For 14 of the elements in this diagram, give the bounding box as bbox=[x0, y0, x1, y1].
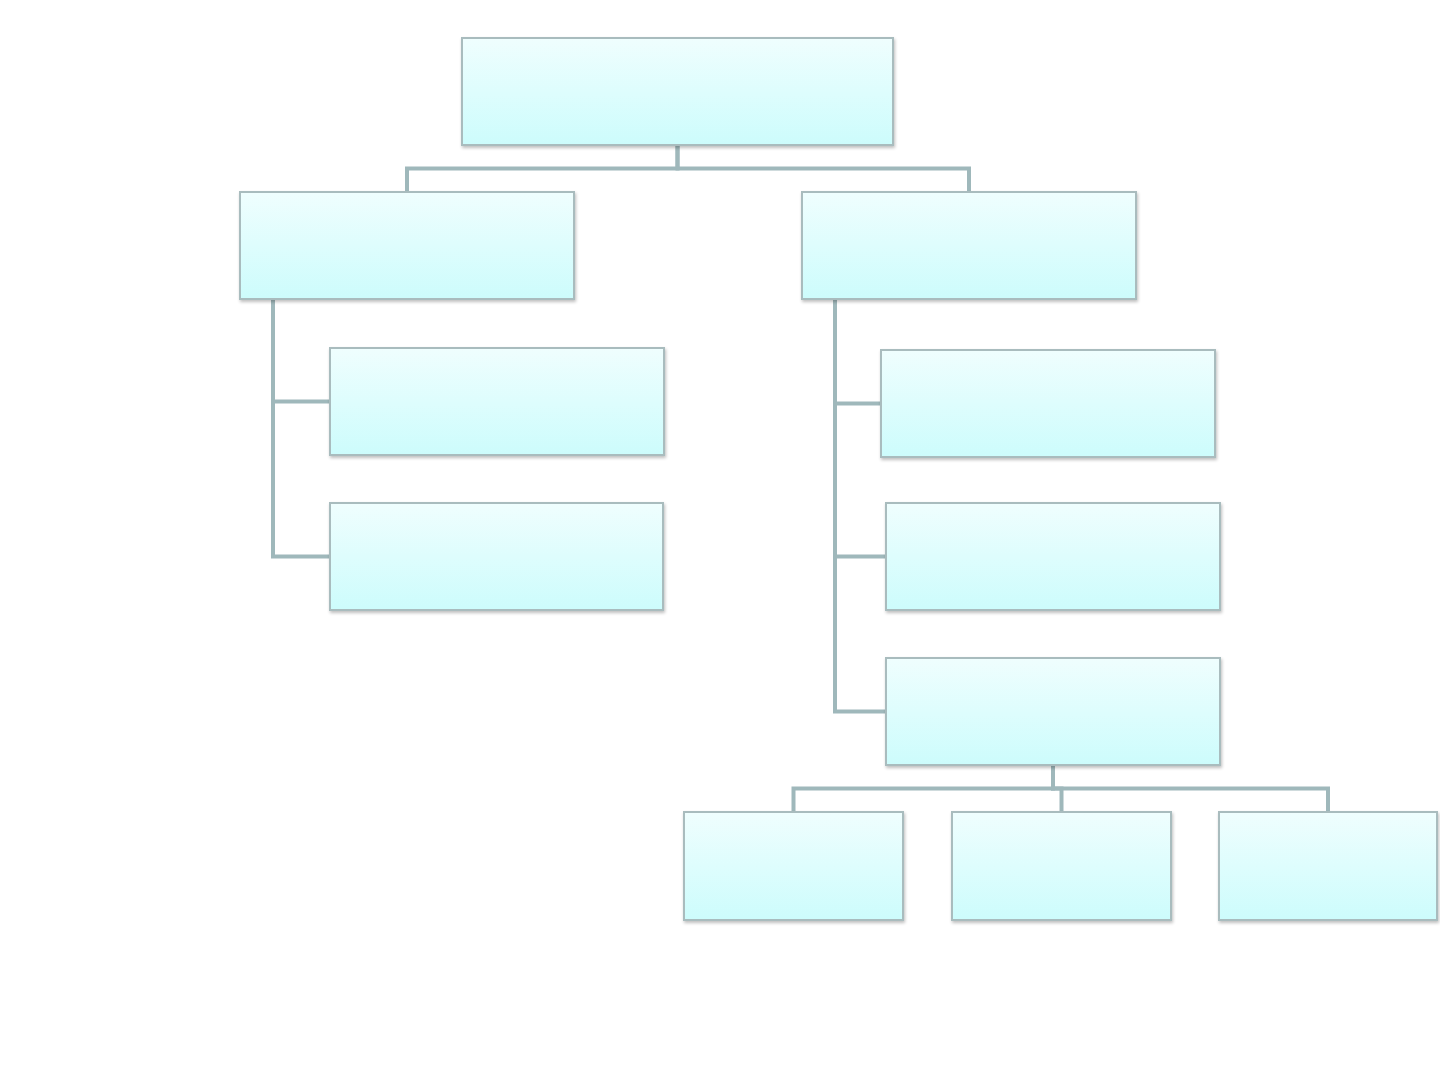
empty-box bbox=[329, 347, 665, 456]
empty-box bbox=[239, 191, 575, 300]
empty-box bbox=[683, 811, 904, 921]
connector-line bbox=[833, 300, 885, 714]
empty-box bbox=[885, 502, 1221, 611]
empty-box bbox=[801, 191, 1137, 300]
empty-box bbox=[951, 811, 1172, 921]
empty-box bbox=[461, 37, 894, 146]
empty-box bbox=[1218, 811, 1438, 921]
empty-box bbox=[329, 502, 664, 611]
connector-line bbox=[271, 300, 329, 559]
connector-line bbox=[675, 146, 971, 191]
empty-box bbox=[880, 349, 1216, 458]
empty-box bbox=[885, 657, 1221, 766]
